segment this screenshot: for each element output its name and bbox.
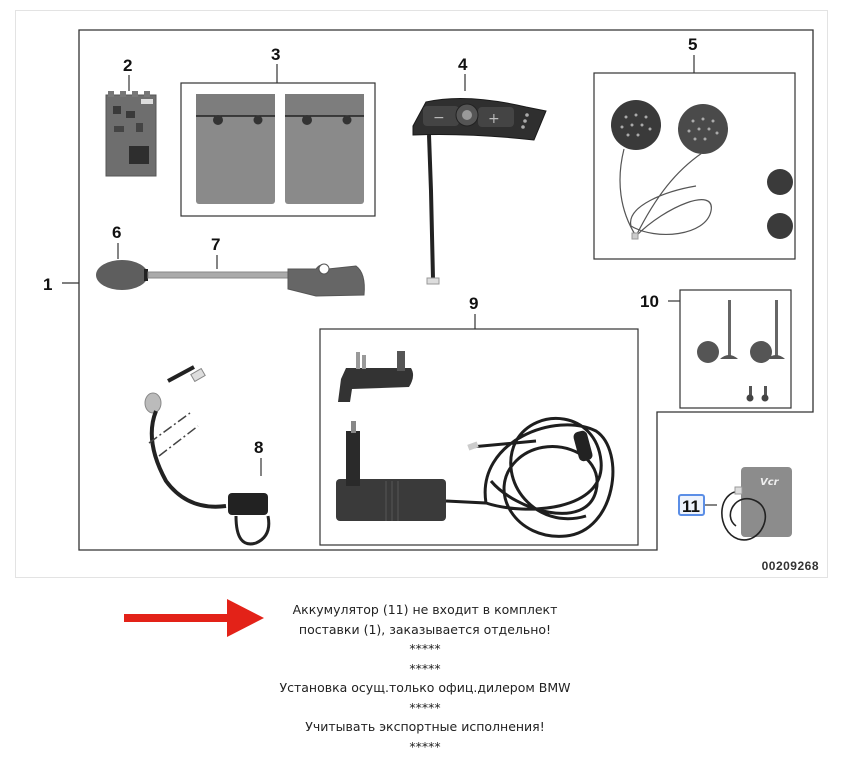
note-battery-line2: поставки (1), заказывается отдельно!	[298, 621, 552, 637]
speaker-box	[593, 72, 796, 260]
charger-icon	[336, 351, 615, 538]
battery-brand-label: Vcr	[760, 477, 780, 488]
pouch-box	[180, 82, 376, 217]
callout-7[interactable]: 7	[211, 235, 220, 254]
mounting-pins-icon	[697, 300, 785, 402]
note-separator: *****	[409, 641, 441, 656]
parts-diagram: 1 2 3 4	[15, 10, 828, 578]
battery-icon: Vcr	[721, 467, 792, 541]
charger-box	[319, 328, 639, 546]
callout-11-highlight	[678, 494, 705, 516]
mic-foam-icon	[96, 260, 148, 290]
callout-9[interactable]: 9	[469, 294, 478, 313]
remote-minus-label: −	[433, 110, 445, 126]
note-separator: *****	[409, 660, 441, 676]
diagram-id-code: 00209268	[761, 559, 819, 573]
diagram-canvas: 1 2 3 4	[43, 29, 814, 551]
kit-outline	[78, 29, 814, 551]
circuit-board-icon	[105, 91, 157, 177]
callout-11[interactable]: 11	[682, 497, 700, 516]
note-export: Учитывать экспортные исполнения!	[305, 719, 545, 734]
arrow-right-icon	[124, 599, 264, 637]
mic-boom-icon	[147, 263, 365, 297]
note-separator: *****	[409, 738, 441, 754]
callout-6[interactable]: 6	[112, 223, 121, 242]
cable-plug-icon	[144, 365, 271, 546]
callout-3[interactable]: 3	[271, 45, 280, 64]
note-separator: *****	[409, 699, 441, 715]
notes-block: Аккумулятор (11) не входит в комплект по…	[230, 600, 620, 756]
remote-plus-label: +	[488, 111, 500, 127]
pouch-pair-icon	[196, 94, 364, 204]
callout-1[interactable]: 1	[43, 275, 52, 294]
remote-control-icon: − +	[412, 97, 547, 285]
callout-2[interactable]: 2	[123, 56, 132, 75]
note-battery-line1: Аккумулятор (11) не входит в комплект	[292, 602, 558, 617]
callout-4[interactable]: 4	[458, 55, 468, 74]
callout-10[interactable]: 10	[640, 292, 659, 311]
note-installation: Установка осущ.только офиц.дилером BMW	[279, 680, 571, 695]
speaker-set-icon	[611, 100, 793, 240]
callout-5[interactable]: 5	[688, 35, 697, 54]
pins-box	[679, 289, 792, 409]
callout-8[interactable]: 8	[254, 438, 263, 457]
